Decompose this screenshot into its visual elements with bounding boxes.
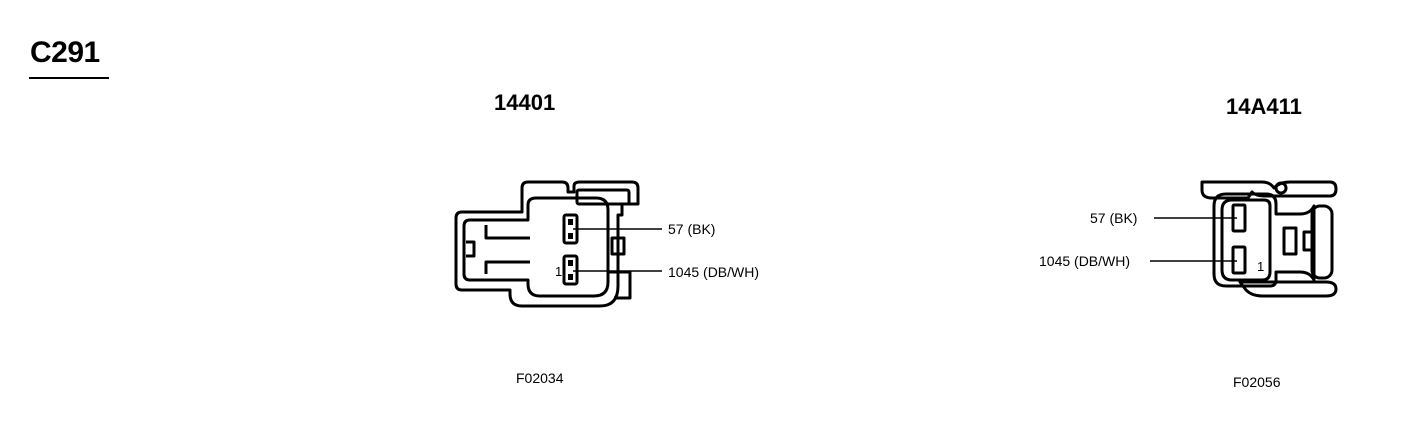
right-wire-label-2: 1045 (DB/WH) xyxy=(1039,253,1131,269)
left-terminal-details xyxy=(568,219,573,280)
right-leader-lines xyxy=(1150,217,1237,262)
right-pin-1-label: 1 xyxy=(1257,259,1265,274)
left-wire-label-1: 57 (BK) xyxy=(668,221,716,237)
left-connector-drawing xyxy=(454,180,640,308)
left-figure-code: F02034 xyxy=(516,370,564,386)
right-figure-code: F02056 xyxy=(1233,374,1281,390)
right-wire-label-1: 57 (BK) xyxy=(1090,210,1138,226)
title-underline xyxy=(29,77,109,79)
connector-id-title: C291 xyxy=(30,36,100,69)
left-leader-lines xyxy=(573,228,662,272)
left-pin-1-label: 1 xyxy=(555,264,563,279)
left-part-number: 14401 xyxy=(494,90,556,115)
right-part-number: 14A411 xyxy=(1226,94,1302,119)
left-wire-label-2: 1045 (DB/WH) xyxy=(668,264,760,280)
right-connector-drawing xyxy=(1200,180,1338,298)
